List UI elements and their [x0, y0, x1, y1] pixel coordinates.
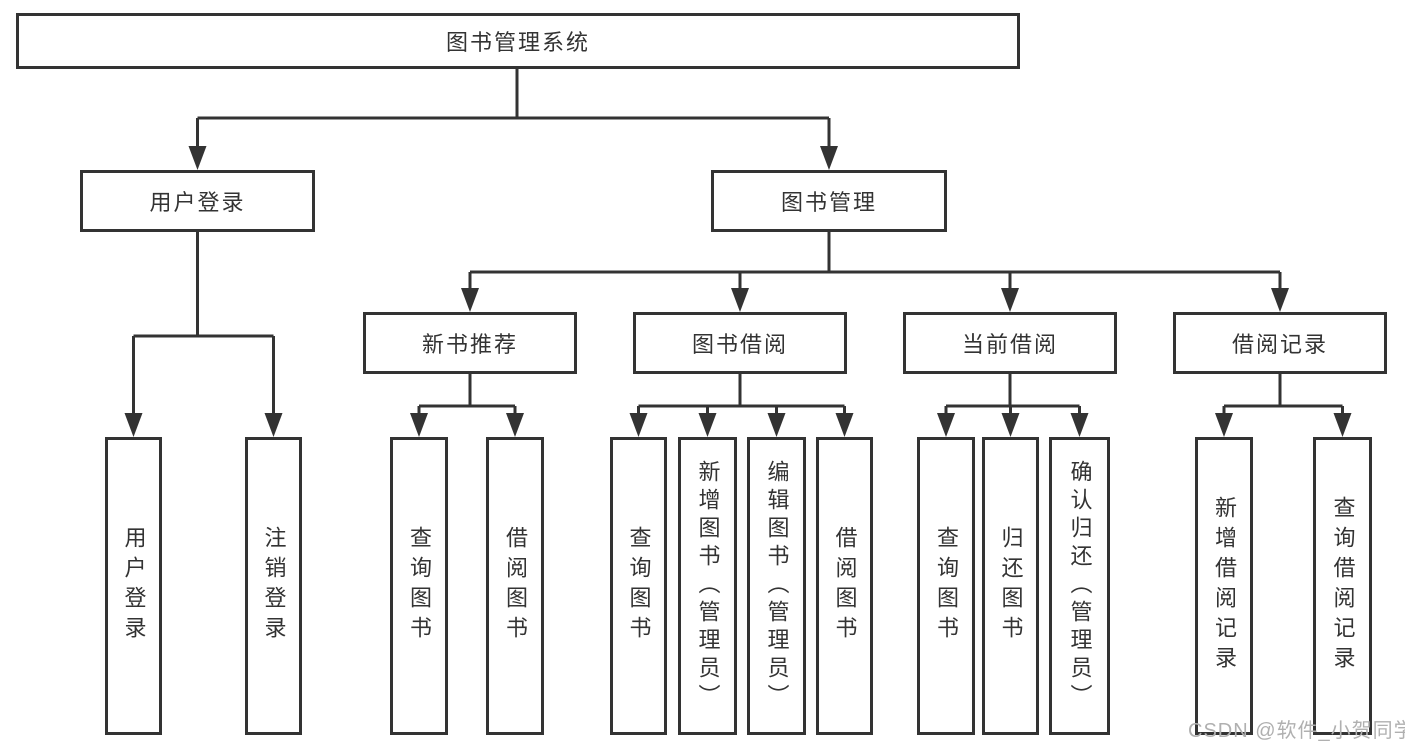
leaf-query-borrow-record: 查询借阅记录 — [1313, 437, 1372, 735]
leaf-edit-books-admin: 编辑图书（管理员） — [747, 437, 806, 735]
leaf-label: 借阅图书 — [503, 526, 528, 646]
node-book-borrow: 图书借阅 — [633, 312, 847, 374]
node-library-management-system: 图书管理系统 — [16, 13, 1020, 69]
leaf-label: 确认归还（管理员） — [1067, 460, 1093, 712]
leaf-label: 查询图书 — [626, 526, 652, 646]
leaf-label: 查询图书 — [934, 526, 959, 646]
node-label: 当前借阅 — [961, 332, 1058, 357]
leaf-query-books-current: 查询图书 — [917, 437, 975, 735]
leaf-user-login: 用户登录 — [105, 437, 162, 735]
node-label: 借阅记录 — [1231, 332, 1328, 357]
node-label: 图书管理 — [780, 190, 877, 215]
leaf-label: 新增借阅记录 — [1212, 496, 1237, 676]
node-label: 图书管理系统 — [445, 30, 590, 55]
leaf-label: 用户登录 — [121, 526, 147, 646]
node-current-borrow: 当前借阅 — [903, 312, 1117, 374]
leaf-label: 新增图书（管理员） — [695, 460, 721, 712]
leaf-label: 归还图书 — [998, 526, 1024, 646]
leaf-query-books-recommend: 查询图书 — [390, 437, 448, 735]
leaf-logout: 注销登录 — [245, 437, 302, 735]
leaf-query-books-borrow: 查询图书 — [610, 437, 667, 735]
leaf-add-borrow-record: 新增借阅记录 — [1195, 437, 1253, 735]
node-borrow-records: 借阅记录 — [1173, 312, 1387, 374]
leaf-borrow-books-recommend: 借阅图书 — [486, 437, 544, 735]
leaf-confirm-return-admin: 确认归还（管理员） — [1049, 437, 1110, 735]
leaf-label: 查询图书 — [407, 526, 432, 646]
node-user-login: 用户登录 — [80, 170, 315, 232]
leaf-add-books-admin: 新增图书（管理员） — [678, 437, 737, 735]
node-new-book-recommend: 新书推荐 — [363, 312, 577, 374]
node-book-management: 图书管理 — [711, 170, 947, 232]
csdn-watermark: CSDN @软件_小贺同学 — [1188, 720, 1405, 742]
node-label: 图书借阅 — [691, 332, 788, 357]
leaf-return-books: 归还图书 — [982, 437, 1039, 735]
leaf-label: 编辑图书（管理员） — [764, 460, 790, 712]
leaf-borrow-books: 借阅图书 — [816, 437, 873, 735]
leaf-label: 注销登录 — [261, 526, 287, 646]
node-label: 用户登录 — [149, 190, 246, 215]
leaf-label: 查询借阅记录 — [1330, 496, 1356, 676]
node-label: 新书推荐 — [421, 332, 518, 357]
leaf-label: 借阅图书 — [832, 526, 858, 646]
